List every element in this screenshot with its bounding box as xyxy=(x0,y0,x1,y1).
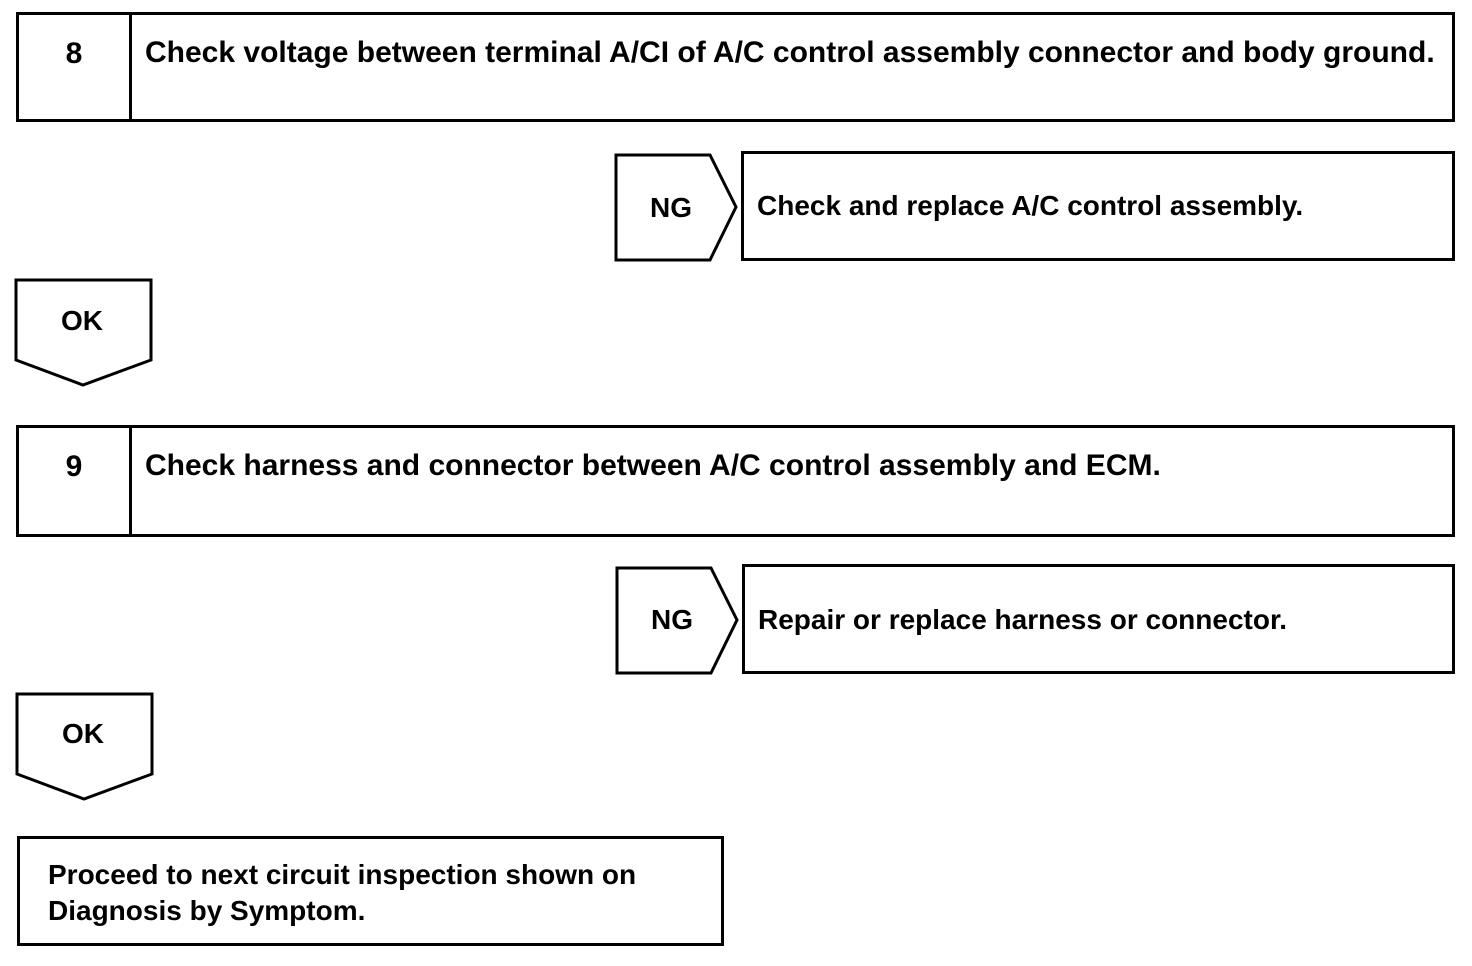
final-instruction-box: Proceed to next circuit inspection shown… xyxy=(17,836,724,946)
step-9-ng-label: NG xyxy=(651,604,693,635)
step-9-ng-result-box: Repair or replace harness or connector. xyxy=(742,564,1455,674)
step-9-box: 9 Check harness and connector between A/… xyxy=(16,425,1455,537)
step-8-ng-action: Check and replace A/C control assembly. xyxy=(757,190,1304,221)
step-8-ok-arrow xyxy=(14,278,153,387)
step-9-ok-arrow xyxy=(15,692,154,801)
step-9-instruction: Check harness and connector between A/C … xyxy=(145,449,1161,482)
step-8-ng-label: NG xyxy=(650,192,692,223)
step-9-ng-arrow xyxy=(615,566,739,675)
step-8-instruction: Check voltage between terminal A/CI of A… xyxy=(145,36,1435,69)
step-9-ok-label: OK xyxy=(62,718,104,749)
step-8-number: 8 xyxy=(19,15,132,119)
step-8-ng-result-box: Check and replace A/C control assembly. xyxy=(741,151,1455,261)
step-9-ng-action: Repair or replace harness or connector. xyxy=(758,604,1288,635)
step-9-number: 9 xyxy=(19,428,132,534)
final-instruction-text: Proceed to next circuit inspection shown… xyxy=(48,859,637,926)
step-8-ok-label: OK xyxy=(61,305,103,336)
step-8-box: 8 Check voltage between terminal A/CI of… xyxy=(16,12,1455,122)
step-8-ng-arrow xyxy=(614,153,738,262)
